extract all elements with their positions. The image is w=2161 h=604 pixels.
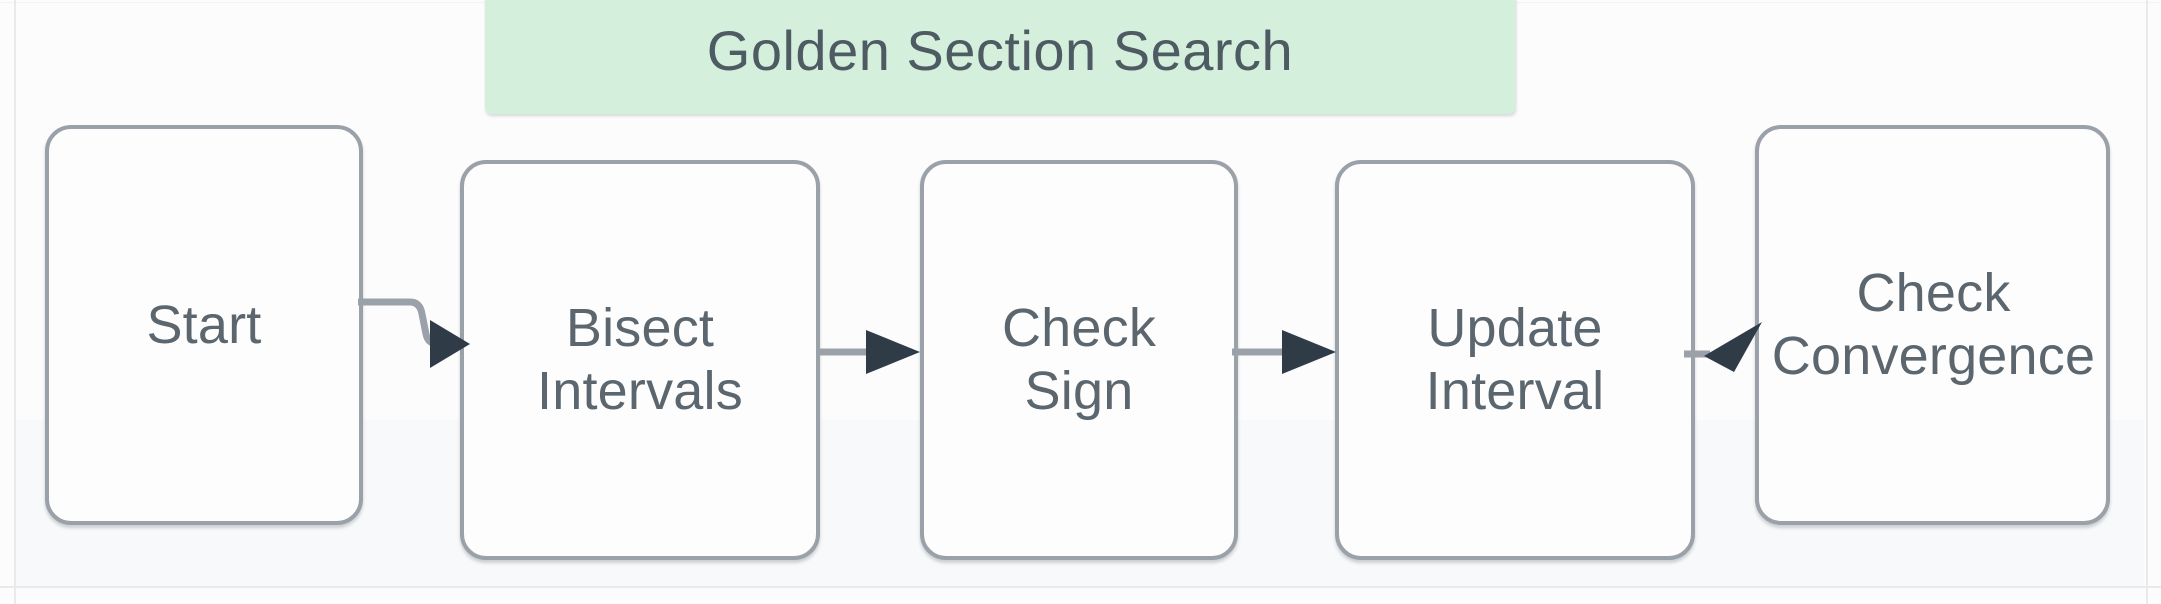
connector-update-to-check-convergence bbox=[1684, 322, 1762, 372]
node-check-sign[interactable]: Check Sign bbox=[920, 160, 1238, 560]
node-update-interval[interactable]: Update Interval bbox=[1335, 160, 1695, 560]
node-check-convergence[interactable]: Check Convergence bbox=[1755, 125, 2110, 525]
node-bisect-intervals-label: Bisect Intervals bbox=[537, 298, 743, 421]
arrowhead-icon bbox=[1704, 322, 1762, 372]
connector-check-sign-to-update bbox=[1232, 330, 1336, 374]
canvas-right-border bbox=[2146, 0, 2148, 604]
canvas-left-border bbox=[14, 0, 16, 604]
node-bisect-intervals[interactable]: Bisect Intervals bbox=[460, 160, 820, 560]
title-banner: Golden Section Search bbox=[485, 0, 1515, 114]
arrowhead-icon bbox=[866, 330, 920, 374]
connector-start-to-bisect bbox=[358, 298, 470, 368]
connector-bisect-to-check-sign bbox=[816, 330, 920, 374]
node-check-sign-label: Check Sign bbox=[1001, 298, 1157, 421]
node-update-interval-label: Update Interval bbox=[1425, 298, 1605, 421]
node-start-label: Start bbox=[146, 294, 262, 355]
canvas-bottom-border bbox=[0, 586, 2161, 588]
node-start[interactable]: Start bbox=[45, 125, 363, 525]
arrowhead-icon bbox=[430, 320, 470, 368]
title-banner-label: Golden Section Search bbox=[706, 19, 1294, 82]
node-check-convergence-label: Check Convergence bbox=[1771, 263, 2096, 386]
arrowhead-icon bbox=[1282, 330, 1336, 374]
